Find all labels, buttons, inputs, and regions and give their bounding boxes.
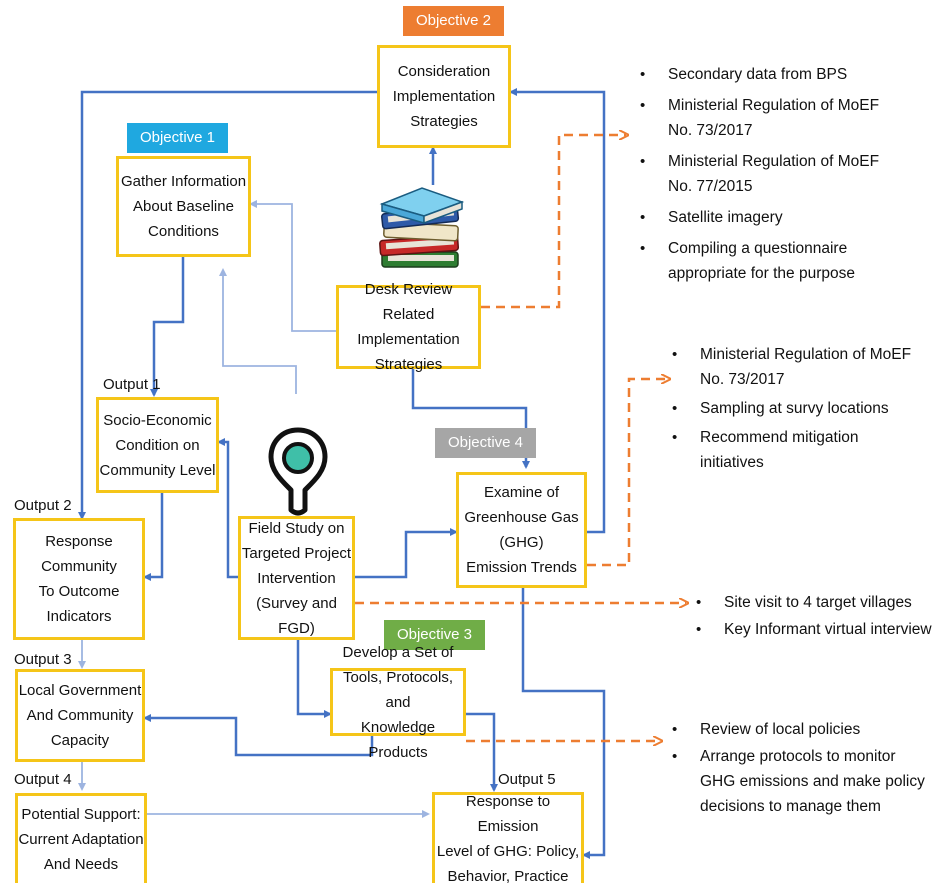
note-item: Ministerial Regulation of MoEF No. 73/20… [672, 342, 927, 392]
books-icon [379, 187, 465, 268]
note-item: Satellite imagery [640, 205, 920, 230]
connector-field-to-socioeconomic [217, 438, 238, 579]
examine-ghg-box: Examine of Greenhouse Gas (GHG) Emission… [456, 472, 587, 588]
connector-develop-to-localgov [143, 714, 374, 757]
connector-examine-to-consideration [509, 88, 606, 534]
connector-field-to-examine [355, 528, 458, 579]
note-item: Review of local policies [672, 717, 927, 742]
connector-desk-to-gather [249, 200, 336, 332]
field-study-notes: Site visit to 4 target villages Key Info… [696, 590, 932, 642]
connector-consideration-to-response [78, 90, 377, 520]
develop-tools-notes: Review of local policies Arrange protoco… [672, 717, 927, 819]
note-item: Site visit to 4 target villages [696, 590, 932, 615]
note-item: Recommend mitigation initiatives [672, 425, 927, 475]
note-item: Secondary data from BPS [640, 62, 920, 87]
connector-field-to-gather [219, 268, 297, 394]
desk-review-notes: Secondary data from BPS Ministerial Regu… [640, 62, 920, 286]
output-2-label: Output 2 [14, 497, 72, 514]
response-emission-box: Response to Emission Level of GHG: Polic… [432, 792, 584, 885]
output-1-label: Output 1 [103, 376, 161, 393]
note-item: Key Informant virtual interview [696, 617, 932, 642]
local-government-box: Local Government And Community Capacity [15, 669, 145, 762]
location-pin-icon [268, 427, 328, 516]
connector-socioeconomic-to-response [143, 493, 164, 581]
connector-field-to-develop [296, 640, 332, 718]
dashed-ghg-to-notes [587, 379, 668, 567]
dashed-desk-to-notes [481, 135, 626, 309]
connector-examine-to-emission [521, 588, 606, 859]
note-item: Arrange protocols to monitor GHG emissio… [672, 744, 927, 819]
response-community-box: Response Community To Outcome Indicators [13, 518, 145, 640]
note-item: Ministerial Regulation of MoEF No. 77/20… [640, 149, 920, 199]
note-item: Compiling a questionnaire appropriate fo… [640, 236, 920, 286]
output-3-label: Output 3 [14, 651, 72, 668]
field-study-box: Field Study on Targeted Project Interven… [238, 516, 355, 640]
potential-support-box: Potential Support: Current Adaptation An… [15, 793, 147, 883]
objective-3-tag: Objective 3 [384, 620, 485, 650]
objective-1-tag: Objective 1 [127, 123, 228, 153]
output-5-label: Output 5 [498, 771, 556, 788]
desk-review-box: Desk Review Related Implementation Strat… [336, 281, 481, 373]
develop-tools-box: Develop a Set of Tools, Protocols, and K… [330, 644, 466, 761]
objective-4-tag: Objective 4 [435, 428, 536, 458]
consideration-box: Consideration Implementation Strategies [377, 45, 511, 148]
connector-develop-to-emission [466, 712, 498, 792]
gather-information-box: Gather Information About Baseline Condit… [116, 156, 251, 257]
output-4-label: Output 4 [14, 771, 72, 788]
note-item: Sampling at survy locations [672, 396, 927, 421]
note-item: Ministerial Regulation of MoEF No. 73/20… [640, 93, 920, 143]
socio-economic-box: Socio-Economic Condition on Community Le… [96, 397, 219, 493]
objective-2-tag: Objective 2 [403, 6, 504, 36]
ghg-notes: Ministerial Regulation of MoEF No. 73/20… [672, 342, 927, 475]
connector-gather-to-socioeconomic [150, 257, 185, 397]
